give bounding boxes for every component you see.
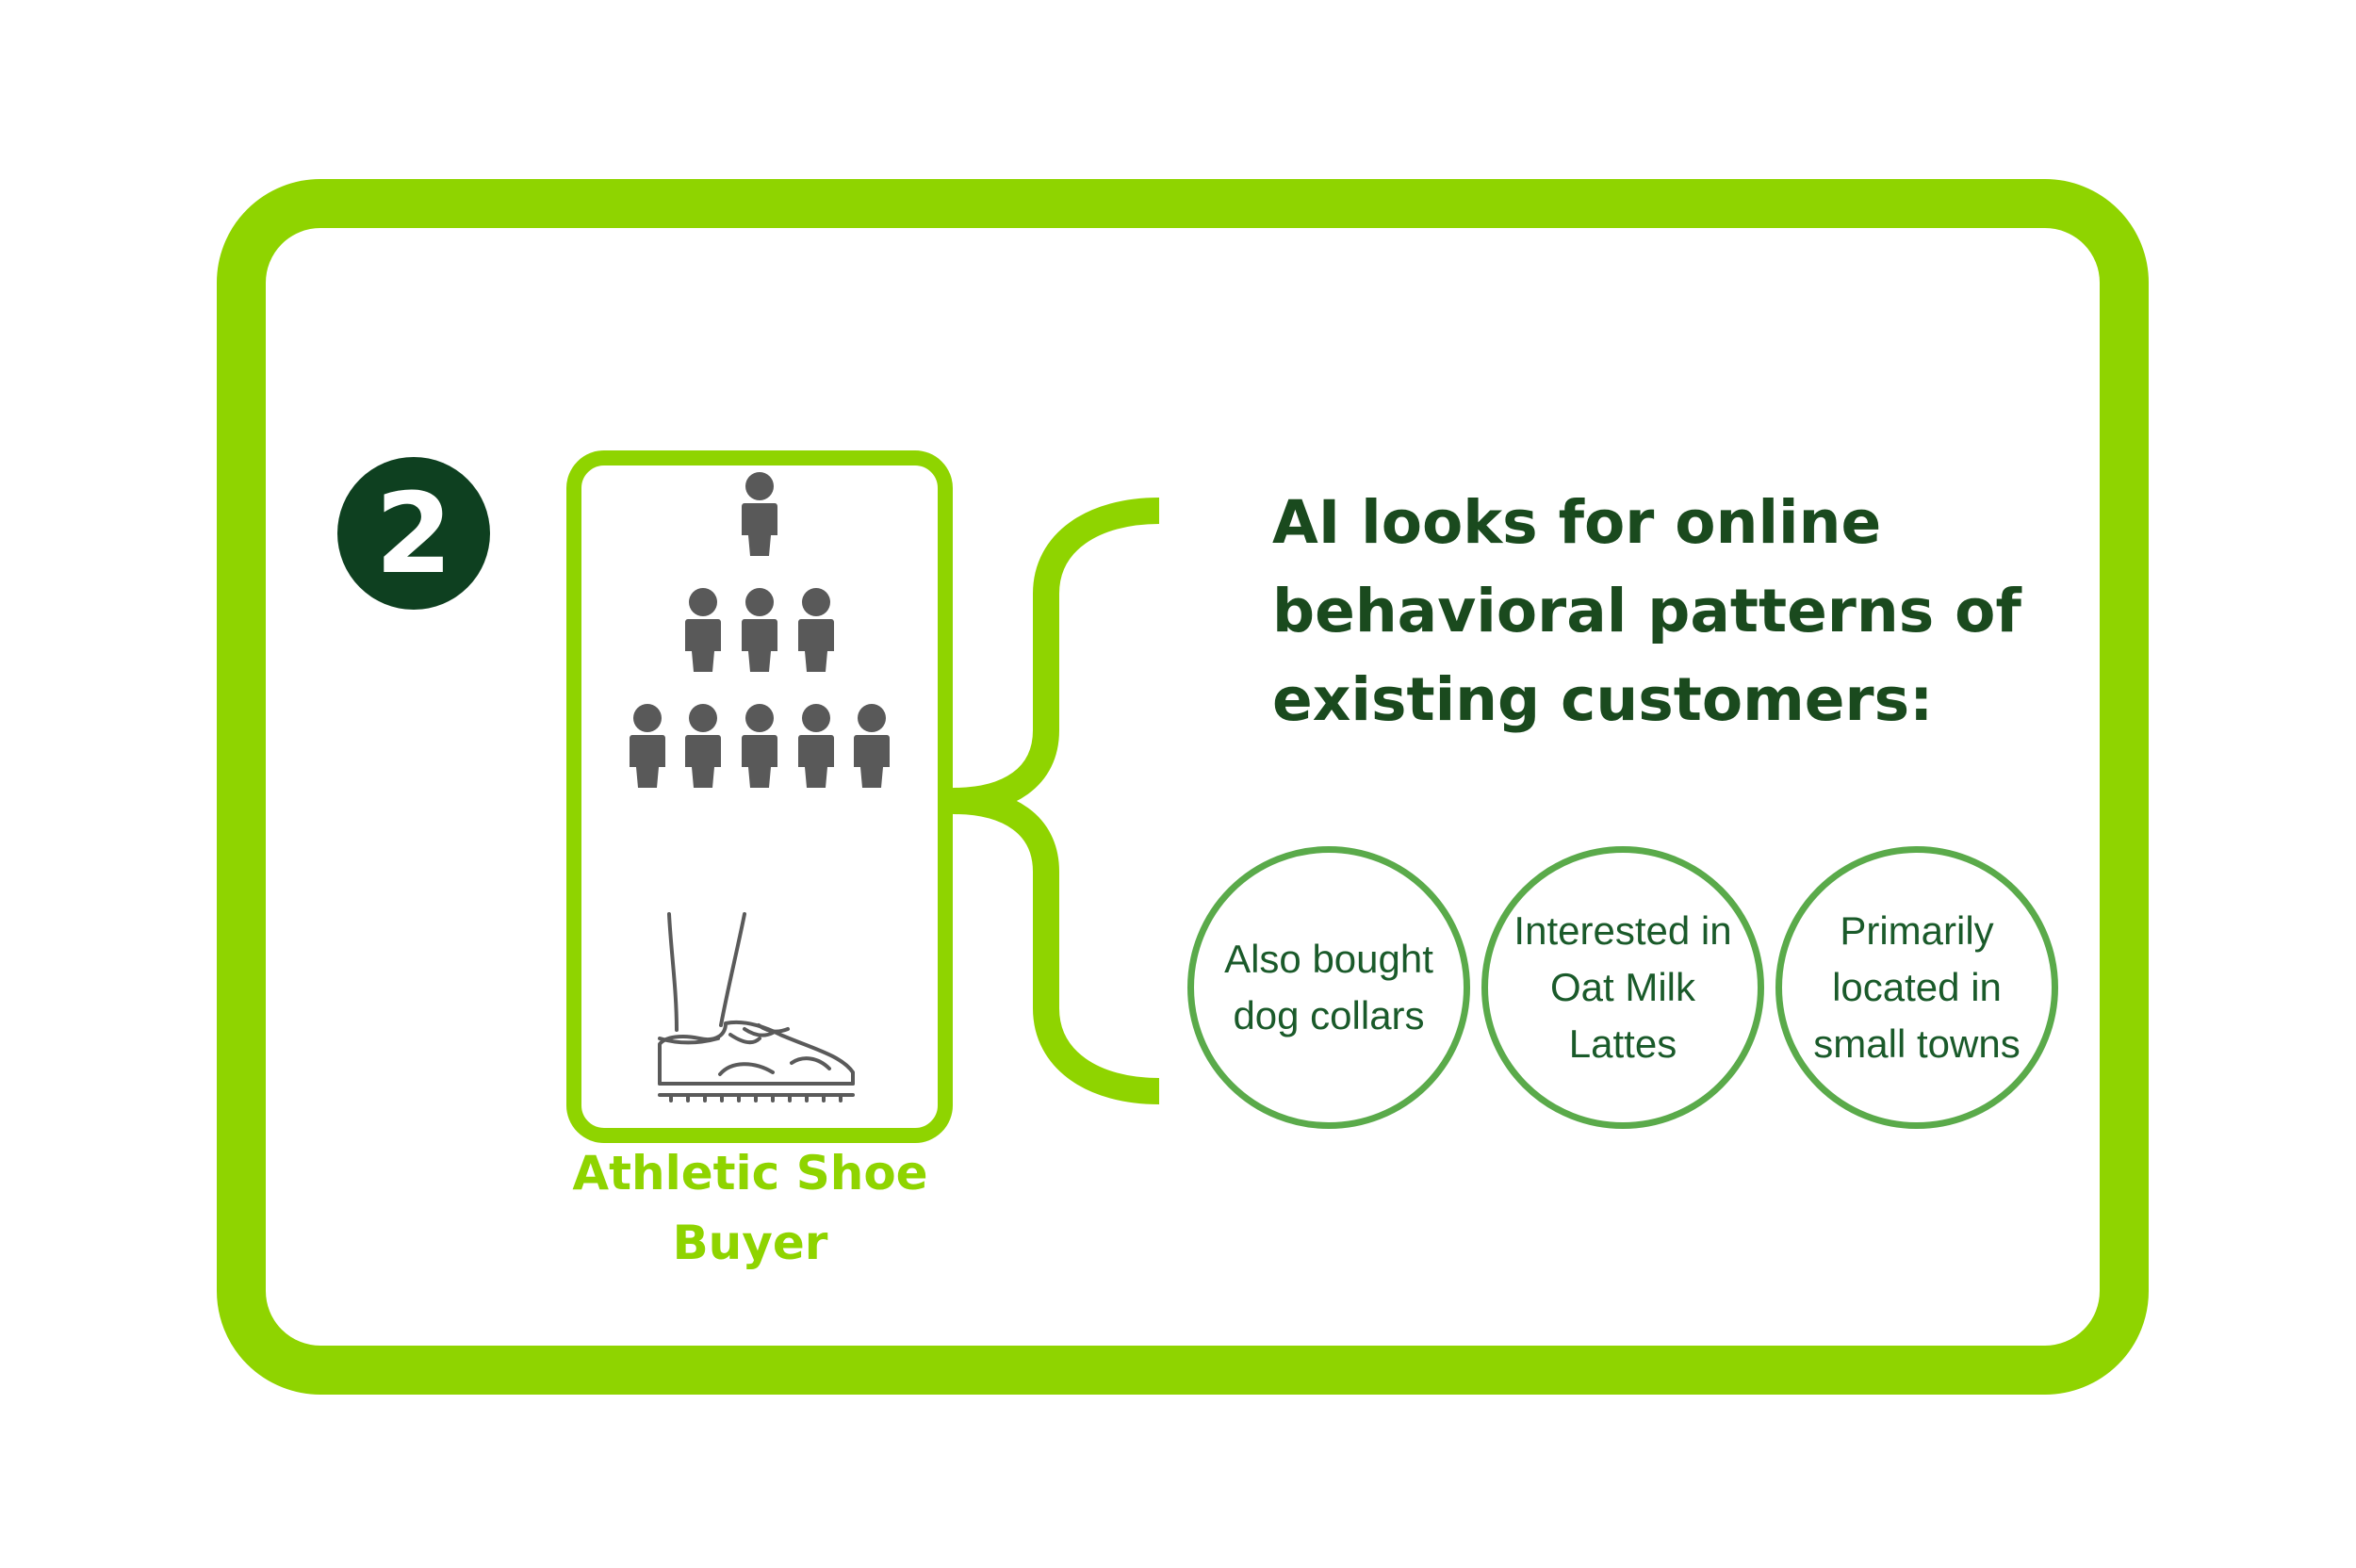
outer-frame [217,179,2149,1395]
step-number-badge: 2 [337,457,490,610]
person-icon [742,472,777,556]
person-icon [798,704,834,788]
people-pyramid-icon [630,472,890,788]
person-icon [630,704,665,788]
pattern-text: Also bought dog collars [1224,937,1433,1037]
heading: AI looks for online behavioral patterns … [1272,488,2021,734]
pattern-text: Interested in Oat Milk Lattes [1513,908,1732,1066]
pattern-circle-3: Primarily located in small towns [1775,846,2058,1129]
pattern-circle-2: Interested in Oat Milk Lattes [1481,846,1764,1129]
person-icon [685,704,721,788]
customer-label: Athletic Shoe Buyer [572,1146,928,1270]
person-icon [742,704,777,788]
pattern-text: Primarily located in small towns [1813,908,2021,1066]
person-icon [798,588,834,672]
person-icon [854,704,890,788]
sneaker-icon [658,912,855,1102]
person-icon [685,588,721,672]
person-icon [742,588,777,672]
curly-brace [941,498,1160,1104]
pattern-circle-1: Also bought dog collars [1187,846,1470,1129]
